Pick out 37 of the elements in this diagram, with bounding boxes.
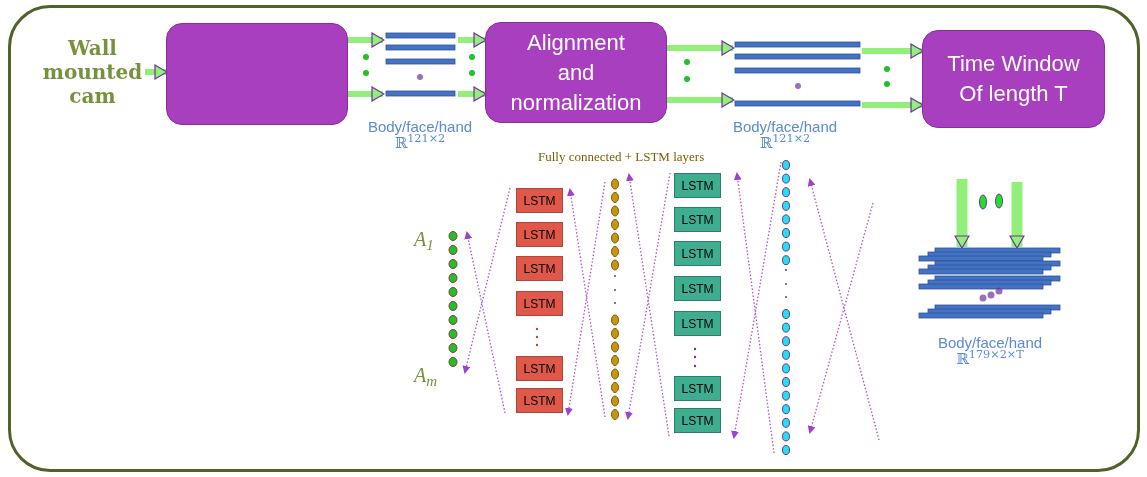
lstm-cell: LSTM: [516, 222, 563, 247]
lstm-cell: LSTM: [674, 276, 721, 301]
lstm-cell: LSTM: [516, 356, 563, 381]
vector-label: ℝ$^{121×2}$: [394, 135, 446, 152]
process-box: [166, 23, 348, 125]
lstm-cell: LSTM: [516, 291, 563, 316]
lstm-cell: LSTM: [674, 241, 721, 266]
arrow: [348, 86, 385, 102]
arrow: [954, 179, 970, 249]
vector-label: ℝ$^{179×2×T}$: [956, 351, 1024, 368]
arrow: [667, 40, 735, 56]
arrow: [458, 32, 487, 48]
arrow: [458, 86, 487, 102]
arrow: [348, 32, 385, 48]
input-label: A$_{1}$: [414, 227, 434, 254]
process-box: Time Window Of length T: [922, 30, 1105, 128]
lstm-cell: LSTM: [674, 207, 721, 232]
vector-label: Body/face/hand: [732, 118, 838, 135]
lstm-cell: LSTM: [516, 256, 563, 281]
lstm-cell: LSTM: [674, 311, 721, 336]
input-label: A$_{m}$: [414, 363, 438, 390]
process-box: Alignment and normalization: [485, 22, 667, 123]
vector-label: Body/face/hand: [367, 118, 473, 135]
layer-caption: Fully connected + LSTM layers: [538, 148, 705, 166]
arrow: [1009, 182, 1025, 249]
camera-label: Wall mounted cam: [41, 36, 144, 108]
lstm-cell: LSTM: [516, 388, 563, 413]
lstm-cell: LSTM: [674, 408, 721, 433]
vector-label: ℝ$^{121×2}$: [759, 135, 811, 152]
arrow: [667, 92, 735, 108]
lstm-cell: LSTM: [674, 173, 721, 198]
lstm-cell: LSTM: [516, 188, 563, 213]
arrow: [862, 43, 924, 59]
vector-label: Body/face/hand: [937, 334, 1043, 351]
arrow: [145, 64, 168, 80]
lstm-cell: LSTM: [674, 376, 721, 401]
arrow: [862, 97, 924, 113]
